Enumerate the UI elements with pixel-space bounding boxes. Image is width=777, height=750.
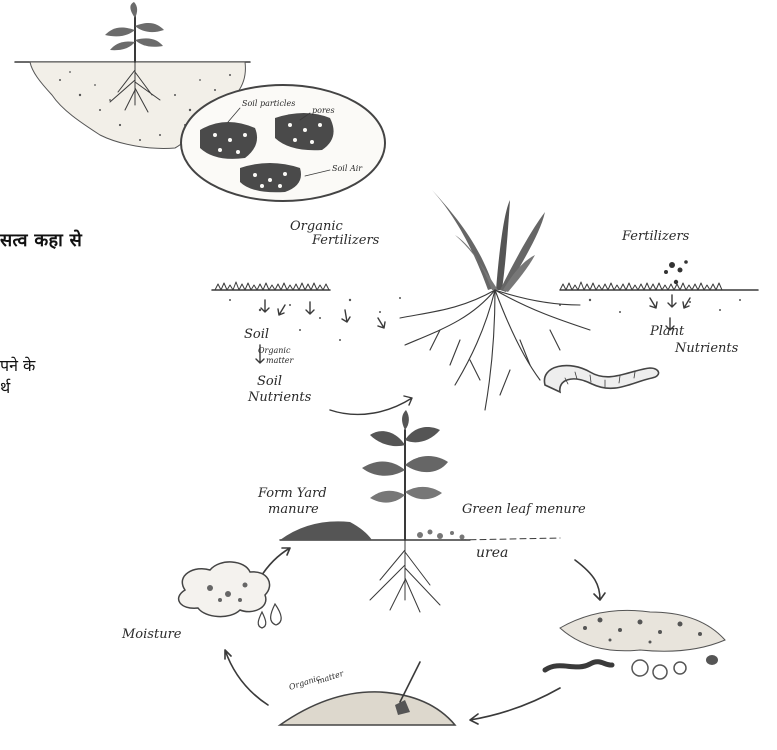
label-farm-yard: Form Yard — [257, 486, 327, 501]
soil-structure-panel: Soil particles pores Soil Air — [15, 2, 385, 201]
earthworm-icon — [544, 366, 658, 392]
label-soil-nutrients-2: Nutrients — [247, 390, 312, 405]
label-plant: Plant — [649, 324, 685, 339]
grass-plant-icon — [432, 190, 545, 292]
water-drop-icon — [258, 612, 266, 628]
label-soil-air: Soil Air — [332, 164, 363, 173]
label-organic-matter-cycle-2: matter — [316, 669, 346, 686]
label-organic: Organic — [290, 219, 343, 234]
label-fertilizers: Fertilizers — [621, 229, 690, 244]
label-moisture: Moisture — [121, 627, 182, 642]
decomposers-icon — [545, 610, 725, 679]
moisture-cloud-icon — [179, 562, 270, 617]
label-pores: pores — [312, 106, 335, 115]
nutrients-panel: Organic Fertilizers Fertilizers Soil Org… — [212, 190, 758, 414]
label-urea: urea — [476, 545, 508, 561]
label-organic-matter-2: matter — [266, 356, 295, 365]
nutrient-cycle-panel: Form Yard manure Green leaf menure urea … — [121, 410, 725, 725]
label-green-leaf-manure: Green leaf menure — [462, 502, 586, 517]
label-manure: manure — [268, 502, 319, 517]
label-fertilizers-organic: Fertilizers — [311, 233, 380, 248]
label-soil-nutrients-1: Soil — [257, 374, 282, 389]
label-plant-nutrients: Nutrients — [674, 341, 739, 356]
label-organic-matter-1: Organic — [258, 346, 291, 355]
sapling-icon — [362, 410, 448, 612]
label-soil-particles: Soil particles — [242, 99, 295, 108]
organic-matter-heap — [280, 692, 455, 725]
label-soil: Soil — [244, 327, 269, 342]
